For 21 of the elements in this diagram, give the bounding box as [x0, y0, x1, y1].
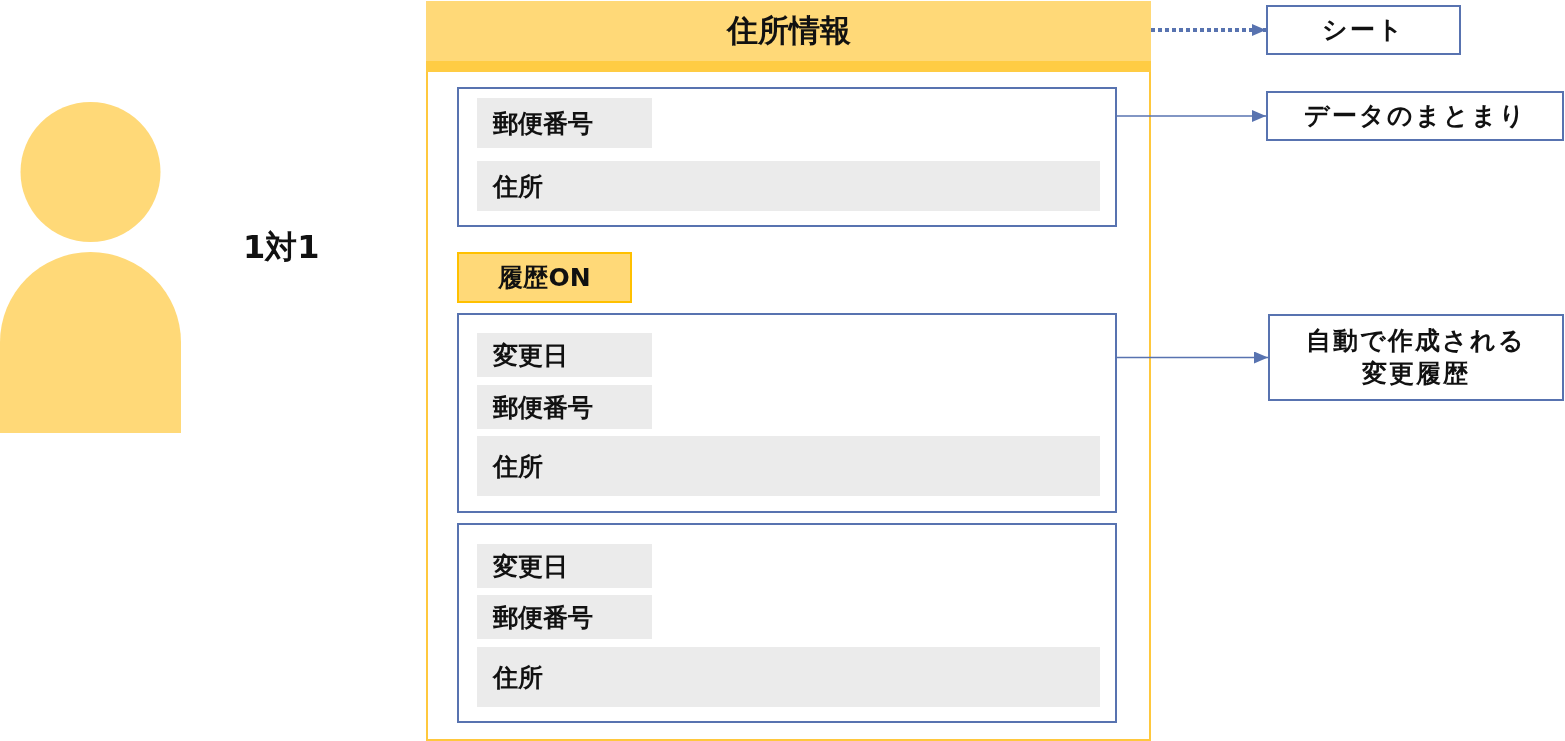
- arrow: [1116, 351, 1269, 364]
- arrow: [1151, 24, 1266, 36]
- callout-box: 自動で作成される変更履歴: [1268, 314, 1564, 401]
- group-box: [457, 87, 1117, 227]
- group-box: [457, 313, 1117, 513]
- ratio-label: 1対1: [243, 227, 320, 268]
- field-box: 郵便番号: [477, 98, 652, 148]
- callout-box: シート: [1266, 5, 1461, 55]
- field-box: 住所: [477, 436, 1100, 496]
- header-band: 住所情報: [426, 1, 1151, 72]
- callout-box: データのまとまり: [1266, 91, 1564, 141]
- tag-box: 履歴ON: [457, 252, 632, 303]
- field-box: 変更日: [477, 333, 652, 377]
- field-box: 住所: [477, 161, 1100, 211]
- sheet-panel: [426, 1, 1151, 741]
- field-box: 変更日: [477, 544, 652, 588]
- field-box: 郵便番号: [477, 385, 652, 429]
- arrow: [1116, 110, 1267, 122]
- field-box: 住所: [477, 647, 1100, 707]
- field-box: 郵便番号: [477, 595, 652, 639]
- group-box: [457, 523, 1117, 723]
